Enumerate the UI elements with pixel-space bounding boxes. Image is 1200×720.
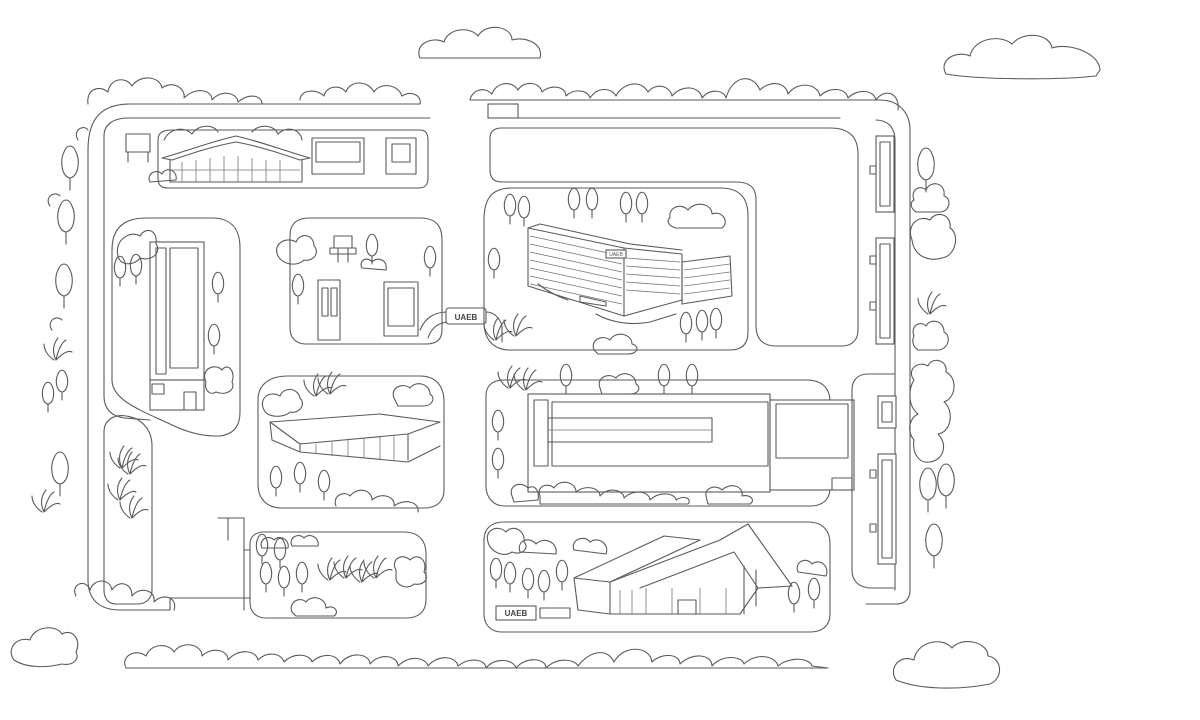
- top-treeline: [87, 77, 899, 119]
- left-edge-trees: [31, 127, 176, 611]
- block-long-building: [111, 217, 241, 437]
- cloud-top-center: [418, 26, 542, 59]
- bottom-treeline: [124, 644, 829, 669]
- block-large-hall: [485, 363, 855, 507]
- walkway-bridge: UAEB: [419, 307, 503, 343]
- entrance-sign-text: UAEB: [505, 609, 528, 618]
- outer-road: [87, 99, 911, 611]
- office-tower-building: UAEB: [527, 223, 733, 325]
- right-edge-trees: [909, 147, 957, 569]
- right-sheds: [851, 135, 897, 589]
- large-hall-building: [527, 393, 855, 493]
- block-office-tower: UAEB: [483, 187, 749, 355]
- tower-sign-text: UAEB: [609, 252, 623, 258]
- block-kiosks: [276, 217, 443, 345]
- modern-building: [573, 523, 793, 615]
- cloud-top-right: [943, 34, 1101, 80]
- cloud-bottom-left: [10, 627, 79, 668]
- entrance-sign: UAEB: [495, 605, 571, 621]
- block-modern-building: UAEB: [483, 521, 831, 633]
- block-open-lot: [489, 127, 859, 347]
- walkway-sign-text: UAEB: [455, 313, 478, 322]
- block-left-garden: [103, 415, 251, 611]
- block-pagoda: [125, 125, 429, 189]
- pagoda-building: [148, 125, 311, 183]
- pavilion-building: [269, 413, 441, 463]
- cloud-bottom-right: [892, 641, 1001, 689]
- block-pavilion: [257, 371, 445, 513]
- block-park: [249, 531, 427, 619]
